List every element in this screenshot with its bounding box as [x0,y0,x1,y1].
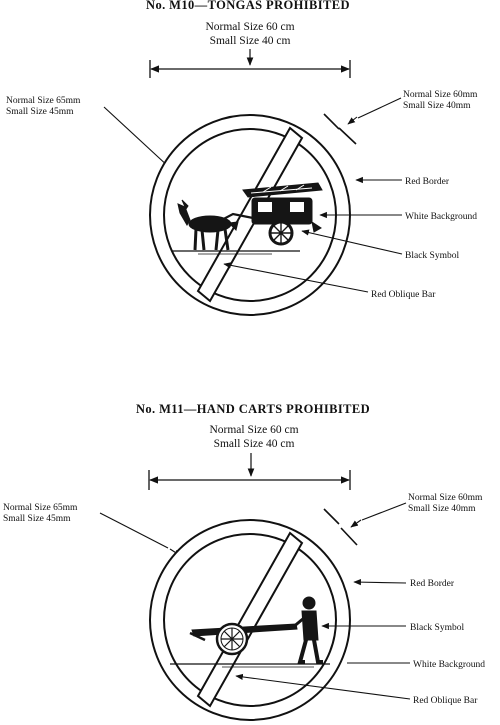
callouts: Red Border White Background Black Symbol… [223,176,477,300]
bar-size-normal: Normal Size 60mm [408,493,483,503]
ground-line [170,663,330,668]
overall-width-dimension [149,49,351,78]
bar-arrow [350,519,362,528]
overall-size-small: Small Size 40 cm [214,438,295,450]
bar-size-small: Small Size 40mm [408,504,476,514]
sign-title: No. M10—TONGAS PROHIBITED [146,0,350,12]
bar-tick-1 [323,508,340,525]
ground-line [172,250,300,255]
label-black-symbol: Black Symbol [410,623,464,633]
bar-leader-line [357,97,402,119]
border-size-small: Small Size 45mm [3,514,71,524]
bar-size-normal: Normal Size 60mm [403,90,478,100]
bar-tick-2 [340,527,358,546]
overall-size-normal: Normal Size 60 cm [205,21,294,33]
sign-disc [149,519,351,721]
bar-arrow [347,116,358,125]
bar-leader-line [361,502,407,521]
bar-tick-2 [338,127,357,145]
sign-m10: No. M10—TONGAS PROHIBITED Normal Size 60… [6,0,478,316]
border-leader-line [103,106,171,169]
overall-width-dimension [148,453,351,490]
label-white-background: White Background [413,660,485,670]
callouts: Red Border Black Symbol White Background… [235,579,485,706]
label-black-symbol: Black Symbol [405,251,459,261]
border-leader-line [99,512,169,549]
red-oblique-bar [196,126,304,303]
sign-m11: No. M11—HAND CARTS PROHIBITED Normal Siz… [3,402,485,721]
label-red-oblique-bar: Red Oblique Bar [371,290,436,300]
bar-tick-1 [323,113,340,130]
sign-disc [149,114,351,316]
overall-size-normal: Normal Size 60 cm [209,424,298,436]
label-red-border: Red Border [410,579,455,589]
horse-drawn-tonga-icon [177,182,323,251]
sign-title: No. M11—HAND CARTS PROHIBITED [136,402,370,416]
hand-cart-puller-icon [189,596,323,664]
border-size-small: Small Size 45mm [6,107,74,117]
border-size-normal: Normal Size 65mm [3,503,78,513]
overall-size-small: Small Size 40 cm [210,35,291,47]
label-white-background: White Background [405,212,477,222]
border-size-normal: Normal Size 65mm [6,96,81,106]
label-red-border: Red Border [405,177,450,187]
bar-size-small: Small Size 40mm [403,101,471,111]
label-red-oblique-bar: Red Oblique Bar [413,696,478,706]
